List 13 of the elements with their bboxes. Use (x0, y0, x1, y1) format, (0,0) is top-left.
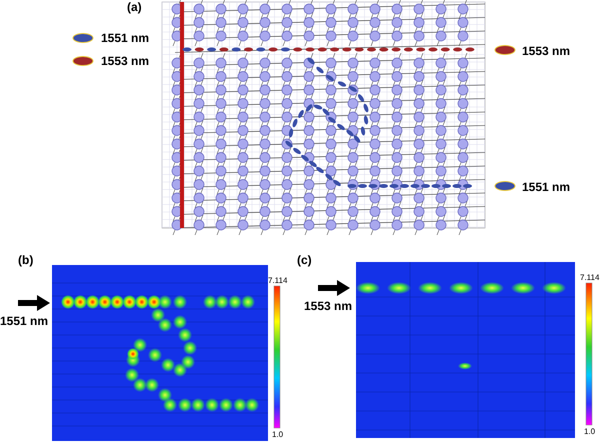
output-label: 1551 nm (522, 180, 570, 194)
legend-label: 1553 nm (101, 54, 150, 68)
legend-label: 1551 nm (101, 31, 150, 45)
scale-value: 7.114 (580, 273, 600, 282)
output-label: 1553 nm (522, 44, 570, 58)
panel-label: (b) (18, 253, 34, 267)
scale-value: 1.0 (584, 427, 596, 436)
scale-value: 1.0 (272, 430, 284, 439)
input-label: 1553 nm (304, 299, 352, 313)
panel-label: (c) (297, 253, 312, 267)
panel-label: (a) (127, 0, 142, 14)
input-label: 1551 nm (0, 314, 48, 328)
scale-value: 7.114 (268, 276, 288, 285)
